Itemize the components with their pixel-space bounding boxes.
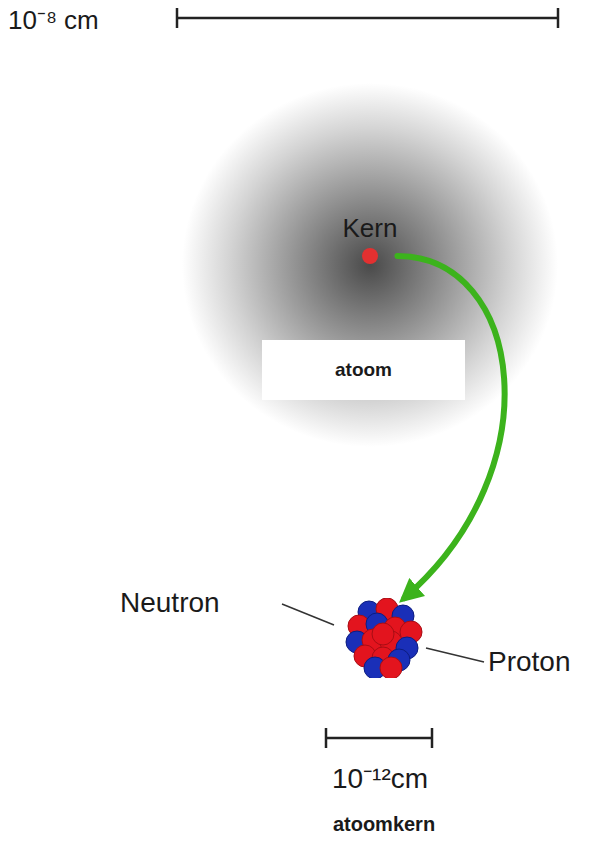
part-name: Proton: [488, 645, 571, 679]
curved-arrow: [397, 256, 504, 598]
nucleons: [343, 598, 425, 678]
nucleus-title: atoomkern: [333, 813, 435, 836]
electron-cloud: [182, 83, 558, 447]
scale-label: 10⁻⁸ cm: [8, 4, 99, 36]
part-name: Neutron: [120, 586, 220, 620]
scale-label: 10⁻¹²cm: [332, 762, 428, 796]
nucleus-label: Kern: [343, 213, 398, 243]
scale-bar: [177, 8, 558, 28]
leader-line: [426, 648, 484, 662]
atom-region: atoom Kern: [185, 85, 555, 445]
atom-label: atoom: [335, 359, 392, 381]
nucleus-dot-mark: [362, 248, 378, 264]
proton-ball: [380, 657, 402, 678]
nucleus-cluster: atoomkern: [343, 598, 425, 678]
scale-bar: [326, 728, 432, 748]
proton-ball: [372, 623, 394, 645]
label-box: atoom: [262, 340, 465, 400]
nucleus-dot: Kern: [343, 213, 398, 264]
leader-line: [282, 604, 334, 625]
